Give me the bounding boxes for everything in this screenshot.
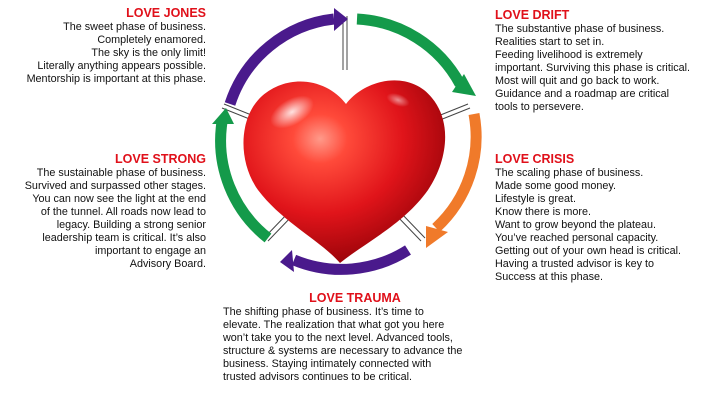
phase-line: The sustainable phase of business. <box>36 167 206 179</box>
phase-line: Survived and surpassed other stages. <box>24 180 206 192</box>
phase-line: structure & systems are necessary to adv… <box>223 345 463 357</box>
phase-line: The shifting phase of business. It’s tim… <box>223 306 424 318</box>
phase-love-drift: LOVE DRIFT The substantive phase of busi… <box>495 8 710 114</box>
phase-line: The substantive phase of business. <box>495 23 665 35</box>
arrow-green-left <box>215 121 272 243</box>
phase-line: business. Staying intimately connected w… <box>223 358 432 370</box>
phase-line: important. Surviving this phase is criti… <box>495 62 691 74</box>
phase-line: Guidance and a roadmap are critical <box>495 88 670 100</box>
phase-line: Having a trusted advisor is key to <box>495 258 655 270</box>
phase-line: You can now see the light at the end <box>32 193 206 205</box>
phase-line: legacy. Building a strong senior <box>56 219 206 231</box>
phase-line: Feeding livelihood is extremely <box>495 49 643 61</box>
phase-line: Advisory Board. <box>129 258 206 270</box>
phase-love-trauma: LOVE TRAUMA The shifting phase of busine… <box>223 291 487 384</box>
phase-line: The scaling phase of business. <box>495 167 644 179</box>
phase-line: The sweet phase of business. <box>63 21 206 33</box>
phase-line: Realities start to set in. <box>495 36 605 48</box>
phase-line: Getting out of your own head is critical… <box>495 245 682 257</box>
phase-line: Want to grow beyond the plateau. <box>495 219 657 231</box>
phase-love-jones: LOVE JONES The sweet phase of business. … <box>0 6 206 86</box>
phase-line: Mentorship is important at this phase. <box>26 73 206 85</box>
arrow-purple-top <box>224 13 335 106</box>
phase-line: Literally anything appears possible. <box>37 60 206 72</box>
phase-line: important to engage an <box>94 245 206 257</box>
phase-title: LOVE CRISIS <box>495 152 575 166</box>
phase-title: LOVE STRONG <box>115 152 206 166</box>
phase-line: trusted advisors continues to be critica… <box>223 371 413 383</box>
phase-line: Know there is more. <box>495 206 592 218</box>
phase-line: Lifestyle is great. <box>495 193 577 205</box>
phase-title: LOVE TRAUMA <box>309 291 401 305</box>
phase-line: Made some good money. <box>495 180 617 192</box>
phase-line: of the tunnel. All roads now lead to <box>40 206 206 218</box>
phase-love-strong: LOVE STRONG The sustainable phase of bus… <box>0 152 206 271</box>
phase-line: You’ve reached personal capacity. <box>495 232 659 244</box>
phase-line: Most will quit and go back to work. <box>495 75 660 87</box>
arrowheads <box>212 8 476 272</box>
phase-line: Completely enamored. <box>97 34 206 46</box>
arrow-orange-right <box>432 112 482 233</box>
phase-line: leadership team is critical. It’s also <box>42 232 206 244</box>
arrow-purple-bottom <box>291 245 411 275</box>
phase-title: LOVE DRIFT <box>495 8 570 22</box>
phase-line: won’t take you to the next level. Advanc… <box>223 332 453 344</box>
phase-line: Success at this phase. <box>495 271 604 283</box>
phase-line: elevate. The realization that what got y… <box>223 319 445 331</box>
heart-icon <box>243 80 446 263</box>
arrow-green-top <box>356 13 465 87</box>
phase-love-crisis: LOVE CRISIS The scaling phase of busines… <box>495 152 710 284</box>
phase-line: The sky is the only limit! <box>91 47 206 59</box>
phase-title: LOVE JONES <box>126 6 206 20</box>
phase-line: tools to persevere. <box>495 101 584 113</box>
